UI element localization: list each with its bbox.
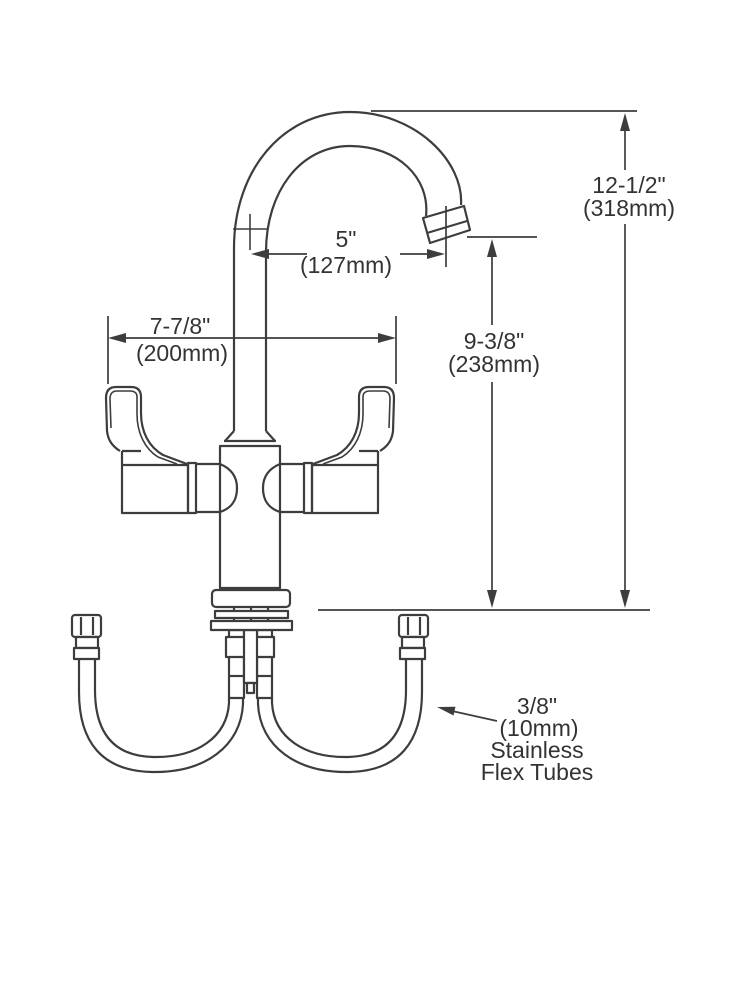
dim-overall-height-metric: (318mm) — [583, 195, 675, 221]
dim-overall-height-imperial: 12-1/2" — [592, 172, 665, 198]
right-handle — [280, 385, 396, 515]
riser-centerline-mark — [233, 214, 267, 250]
dim-deck-to-spout: 9-3/8" (238mm) — [448, 239, 540, 608]
left-flex-tube — [77, 659, 245, 774]
dim-spout-reach-metric: (127mm) — [300, 252, 392, 278]
flex-tube-size: 3/8" — [517, 693, 557, 719]
dim-overall-height: 12-1/2" (318mm) — [583, 113, 675, 608]
right-flex-tube — [256, 659, 424, 774]
flex-tube-type: Flex Tubes — [481, 759, 594, 785]
left-handle — [104, 385, 220, 515]
dim-handle-span: 7-7/8" (200mm) — [107, 313, 397, 384]
dim-handle-span-metric: (200mm) — [136, 340, 228, 366]
left-tube-nut — [70, 613, 103, 661]
leader-line — [451, 710, 498, 722]
flex-tube-label: 3/8" (10mm) Stainless Flex Tubes — [437, 693, 593, 785]
mounting-flange — [209, 588, 294, 632]
dim-spout-reach: 5" (127mm) — [251, 226, 445, 278]
dim-deck-to-spout-metric: (238mm) — [448, 351, 540, 377]
flex-tube-metric: (10mm) — [499, 715, 578, 741]
right-tube-nut — [397, 613, 430, 661]
right-handle-blade — [312, 385, 396, 466]
gooseneck-spout — [232, 110, 463, 431]
faucet-body — [218, 430, 282, 590]
dim-deck-to-spout-imperial: 9-3/8" — [464, 328, 525, 354]
dim-spout-reach-imperial: 5" — [336, 226, 357, 252]
flex-tube-material: Stainless — [490, 737, 583, 763]
supply-shank — [224, 628, 276, 700]
leader-arrowhead — [437, 706, 456, 716]
left-handle-blade — [104, 385, 188, 466]
dim-handle-span-imperial: 7-7/8" — [150, 313, 211, 339]
